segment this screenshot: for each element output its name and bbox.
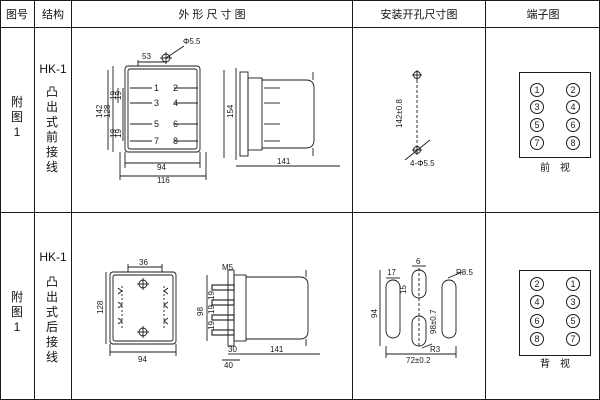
dim-154: 154	[226, 104, 235, 118]
pin-label-3: 3	[154, 98, 159, 108]
terminal-rear-6: 6	[534, 316, 539, 326]
row2-mounting-drawing: 17 6 R8.5 15 94 98±0.7 R3 72±0.2	[370, 257, 473, 365]
row1-structure: 凸出式前接线	[45, 85, 58, 174]
header-terminal: 端子图	[526, 8, 560, 21]
terminal-rear-1: 1	[570, 279, 575, 289]
dim-128-rear: 128	[96, 300, 105, 314]
dim-r8-5: R8.5	[456, 268, 473, 277]
terminal-4: 4	[570, 102, 575, 112]
header-mounting: 安装开孔尺寸图	[380, 8, 458, 21]
dim-4-phi-5-5: 4-Φ5.5	[410, 159, 435, 168]
terminal-rear-7: 7	[570, 334, 575, 344]
dim-98: 98	[196, 307, 205, 316]
pin-label-2: 2	[173, 83, 178, 93]
row1-terminal: 1 2 3 4 5 6 7 8	[519, 72, 591, 158]
row1-model: HK-1	[39, 62, 67, 76]
dim-94-mount: 94	[370, 309, 379, 318]
dim-94-rear: 94	[138, 355, 147, 364]
terminal-5: 5	[534, 120, 539, 130]
header-dimensions: 外 形 尺 寸 图	[178, 8, 246, 21]
pin-label-4: 4	[173, 98, 178, 108]
header-fig-no: 图号	[6, 8, 28, 21]
row2-model: HK-1	[39, 250, 67, 264]
dim-142: 142	[95, 104, 104, 118]
terminal-3: 3	[534, 102, 539, 112]
row1-mounting-drawing: 142±0.8 4-Φ5.5	[395, 70, 435, 168]
dim-98-tol: 98±0.7	[429, 309, 438, 334]
row2-terminal: 2 1 4 3 6 5 8 7	[519, 270, 591, 356]
dim-116: 116	[157, 176, 170, 185]
dim-72-tol: 72±0.2	[406, 356, 431, 365]
terminal-6: 6	[570, 120, 575, 130]
dim-19a: 19	[109, 91, 118, 100]
pin-label-6: 6	[173, 119, 178, 129]
pin-label-8: 8	[173, 136, 178, 146]
dim-141: 141	[277, 157, 291, 166]
terminal-rear-5: 5	[570, 316, 575, 326]
dim-30: 30	[228, 345, 237, 354]
dim-r3: R3	[430, 345, 441, 354]
terminal-rear-2: 2	[534, 279, 539, 289]
dim-36: 36	[139, 258, 148, 267]
row2-structure: 凸出式后接线	[45, 275, 58, 364]
dim-40: 40	[224, 361, 233, 370]
dim-19-rear-c: 19	[207, 321, 216, 330]
dim-128: 128	[103, 104, 112, 118]
dim-53: 53	[142, 52, 151, 61]
terminal-1: 1	[534, 85, 539, 95]
terminal-rear-3: 3	[570, 297, 575, 307]
dim-19-rear-b: 19	[207, 305, 216, 314]
header-structure: 结构	[42, 8, 64, 21]
row2-terminal-caption: 背 视	[540, 359, 570, 370]
dim-19b: 19	[114, 91, 123, 100]
row2-outline-drawing: 36 128 94 M5 98 19 19 19 30 40 141	[96, 258, 320, 370]
row1-terminal-box: 1 2 3 4 5 6 7 8	[519, 72, 591, 158]
pin-label-1: 1	[154, 83, 159, 93]
row1-terminal-caption: 前 视	[540, 163, 570, 174]
row2-terminal-box: 2 1 4 3 6 5 8 7	[519, 270, 591, 356]
dim-94: 94	[157, 163, 166, 172]
dim-19c: 19	[109, 129, 118, 138]
terminal-rear-4: 4	[534, 297, 539, 307]
dim-141-rear: 141	[270, 345, 284, 354]
dim-15: 15	[399, 285, 408, 294]
pin-label-7: 7	[154, 136, 159, 146]
pin-label-5: 5	[154, 119, 159, 129]
row1-outline-drawing: 1 2 3 4 5 6 7 8 53 Φ5.5 142 128 19 19 19…	[95, 37, 340, 185]
terminal-2: 2	[570, 85, 575, 95]
dim-m5: M5	[222, 263, 234, 272]
dim-19-rear-a: 19	[207, 291, 216, 300]
terminal-7: 7	[534, 138, 539, 148]
dim-19d: 19	[114, 129, 123, 138]
dim-17: 17	[387, 268, 396, 277]
terminal-rear-8: 8	[534, 334, 539, 344]
terminal-8: 8	[570, 138, 575, 148]
dim-phi-5-5: Φ5.5	[183, 37, 201, 46]
dim-6: 6	[416, 257, 421, 266]
dim-142-tol: 142±0.8	[395, 99, 404, 128]
